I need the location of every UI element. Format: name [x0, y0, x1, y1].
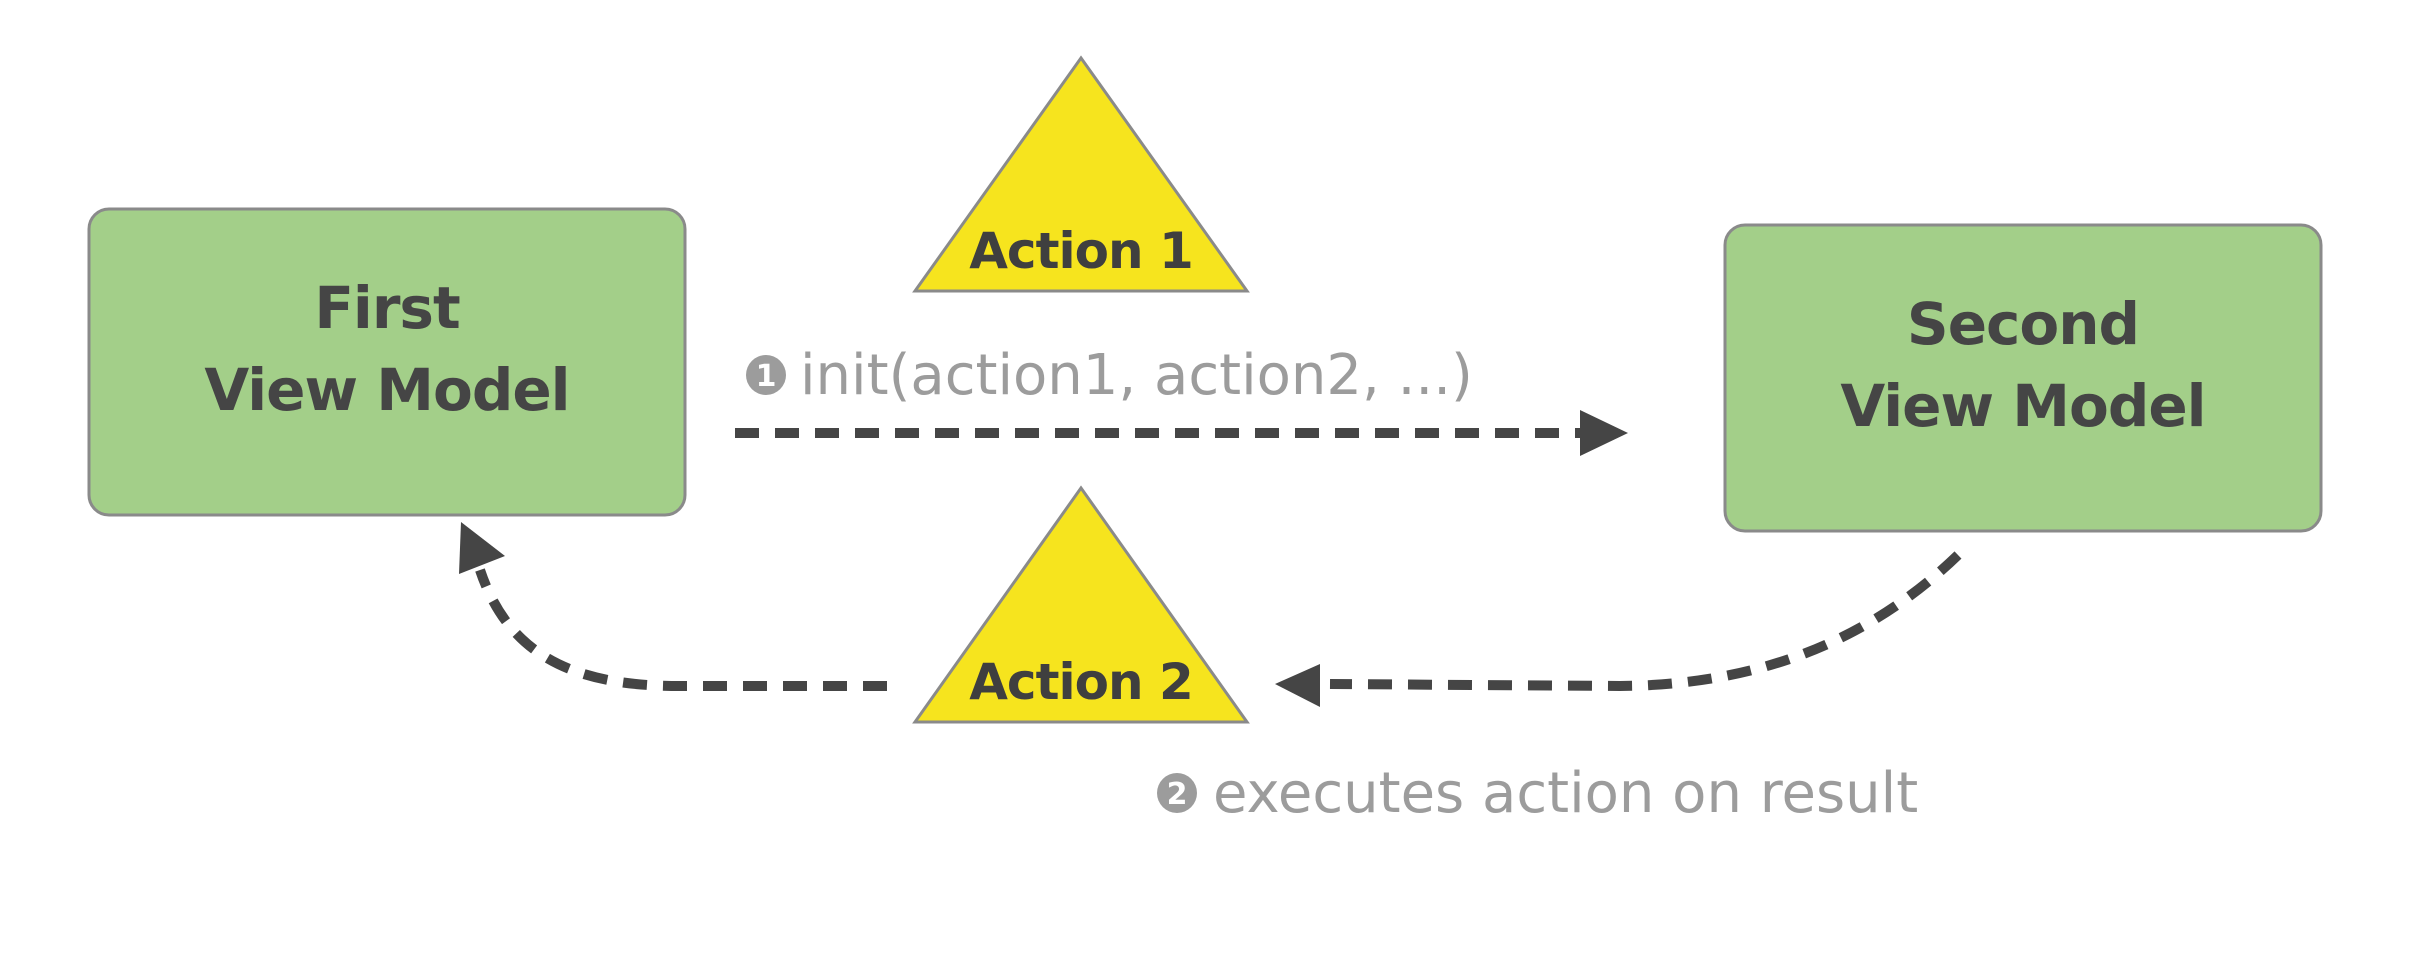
action-arrow [459, 522, 887, 691]
action-arrow-line [475, 568, 887, 691]
second-view-model-box [1723, 223, 2323, 533]
second-view-model-label-line1: Second [1907, 290, 2139, 358]
step1-note: 1 init(action1, action2, ...) [746, 343, 1473, 408]
result-arrow-head [1275, 664, 1320, 707]
step2-badge-number: 2 [1167, 777, 1188, 812]
action1-label: Action 1 [969, 222, 1193, 280]
first-view-model-box [87, 207, 687, 517]
init-arrow-head [1580, 410, 1628, 456]
step1-badge [746, 355, 786, 395]
second-view-model-node: Second View Model [1723, 223, 2323, 533]
init-arrow [735, 410, 1628, 456]
step2-text: executes action on result [1213, 761, 1918, 826]
result-arrow [1275, 551, 1962, 707]
step1-badge-number: 1 [756, 359, 777, 394]
action2-label: Action 2 [969, 653, 1193, 711]
step2-note: 2 executes action on result [1157, 761, 1918, 826]
action-arrow-head [459, 522, 505, 574]
first-view-model-node: First View Model [87, 207, 687, 517]
result-arrow-line [1329, 551, 1962, 692]
action1-node: Action 1 [912, 55, 1250, 293]
second-view-model-label-line2: View Model [1840, 372, 2205, 440]
action1-triangle [912, 55, 1250, 293]
action2-node: Action 2 [912, 485, 1250, 724]
action2-triangle [912, 485, 1250, 724]
step1-text: init(action1, action2, ...) [800, 343, 1473, 408]
first-view-model-label-line1: First [314, 274, 460, 342]
first-view-model-label-line2: View Model [204, 356, 569, 424]
step2-badge [1157, 773, 1197, 813]
